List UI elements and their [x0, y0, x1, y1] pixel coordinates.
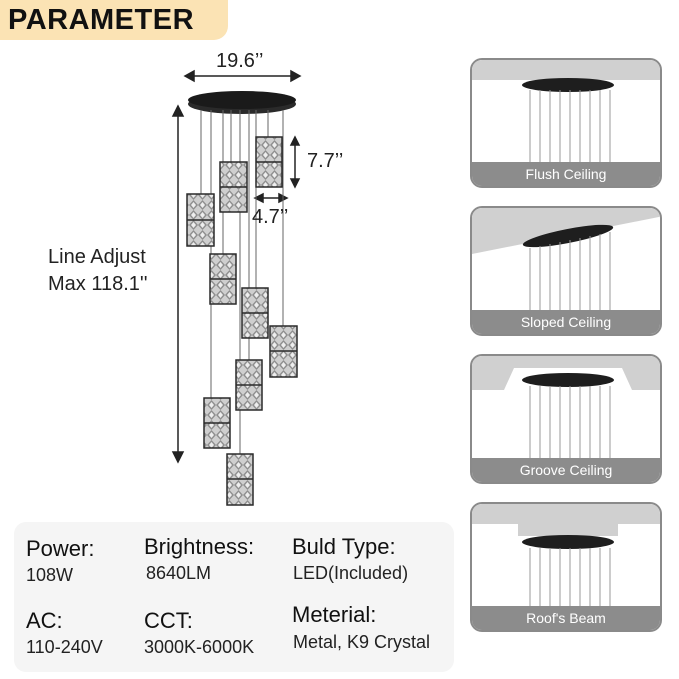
install-caption: Sloped Ceiling	[472, 310, 660, 334]
install-card-sloped: Sloped Ceiling	[470, 206, 662, 336]
roof-beam-icon	[472, 504, 660, 610]
canopy	[188, 91, 296, 114]
crystal-pendant	[219, 161, 248, 213]
crystal-pendant	[186, 193, 215, 247]
crystal-pendant	[235, 359, 263, 411]
material-value: Metal, K9 Crystal	[293, 632, 431, 652]
line-adjust-arrow	[171, 104, 185, 464]
ac-label: AC:	[26, 608, 63, 633]
bulb-type-label: Buld Type:	[292, 534, 396, 559]
brightness-value: 8640LM	[146, 563, 212, 583]
crystal-pendant	[269, 325, 298, 378]
material-label: Meterial:	[292, 602, 377, 627]
power-value: 108W	[26, 565, 74, 585]
install-caption: Flush Ceiling	[472, 162, 660, 186]
ac-value: 110-240V	[26, 637, 103, 657]
flush-ceiling-icon	[472, 60, 660, 166]
groove-ceiling-icon	[472, 356, 660, 462]
diameter-label: 19.6’’	[216, 50, 264, 72]
pendant-width-arrow	[253, 192, 289, 204]
crystal-pendant	[209, 253, 237, 305]
crystal-pendant	[203, 397, 231, 449]
pendant-width-label: 4.7’’	[252, 206, 289, 228]
brightness-label: Brightness:	[144, 534, 255, 559]
sloped-ceiling-icon	[472, 208, 660, 314]
install-card-groove: Groove Ceiling	[470, 354, 662, 484]
diameter-arrow	[183, 69, 302, 83]
install-card-beam: Roof's Beam	[470, 502, 662, 632]
power-label: Power:	[26, 536, 95, 561]
crystal-pendant	[241, 287, 269, 339]
cct-value: 3000K-6000K	[144, 637, 255, 657]
crystal-pendants	[186, 136, 298, 506]
install-caption: Roof's Beam	[472, 606, 660, 630]
pendant-height-arrow	[289, 135, 301, 189]
spec-panel: Power: 108W Brightness: 8640LM Buld Type…	[14, 522, 454, 672]
header-tag: PARAMETER	[0, 0, 228, 40]
install-card-flush: Flush Ceiling	[470, 58, 662, 188]
line-adjust-max-label: Max 118.1''	[48, 273, 148, 295]
page-title: PARAMETER	[8, 4, 195, 36]
crystal-pendant	[226, 453, 254, 506]
pendant-height-label: 7.7’’	[307, 150, 344, 172]
line-adjust-label: Line Adjust	[48, 246, 146, 268]
bulb-type-value: LED(Included)	[293, 563, 409, 583]
cct-label: CCT:	[144, 608, 193, 633]
crystal-pendant	[255, 136, 283, 188]
install-caption: Groove Ceiling	[472, 458, 660, 482]
